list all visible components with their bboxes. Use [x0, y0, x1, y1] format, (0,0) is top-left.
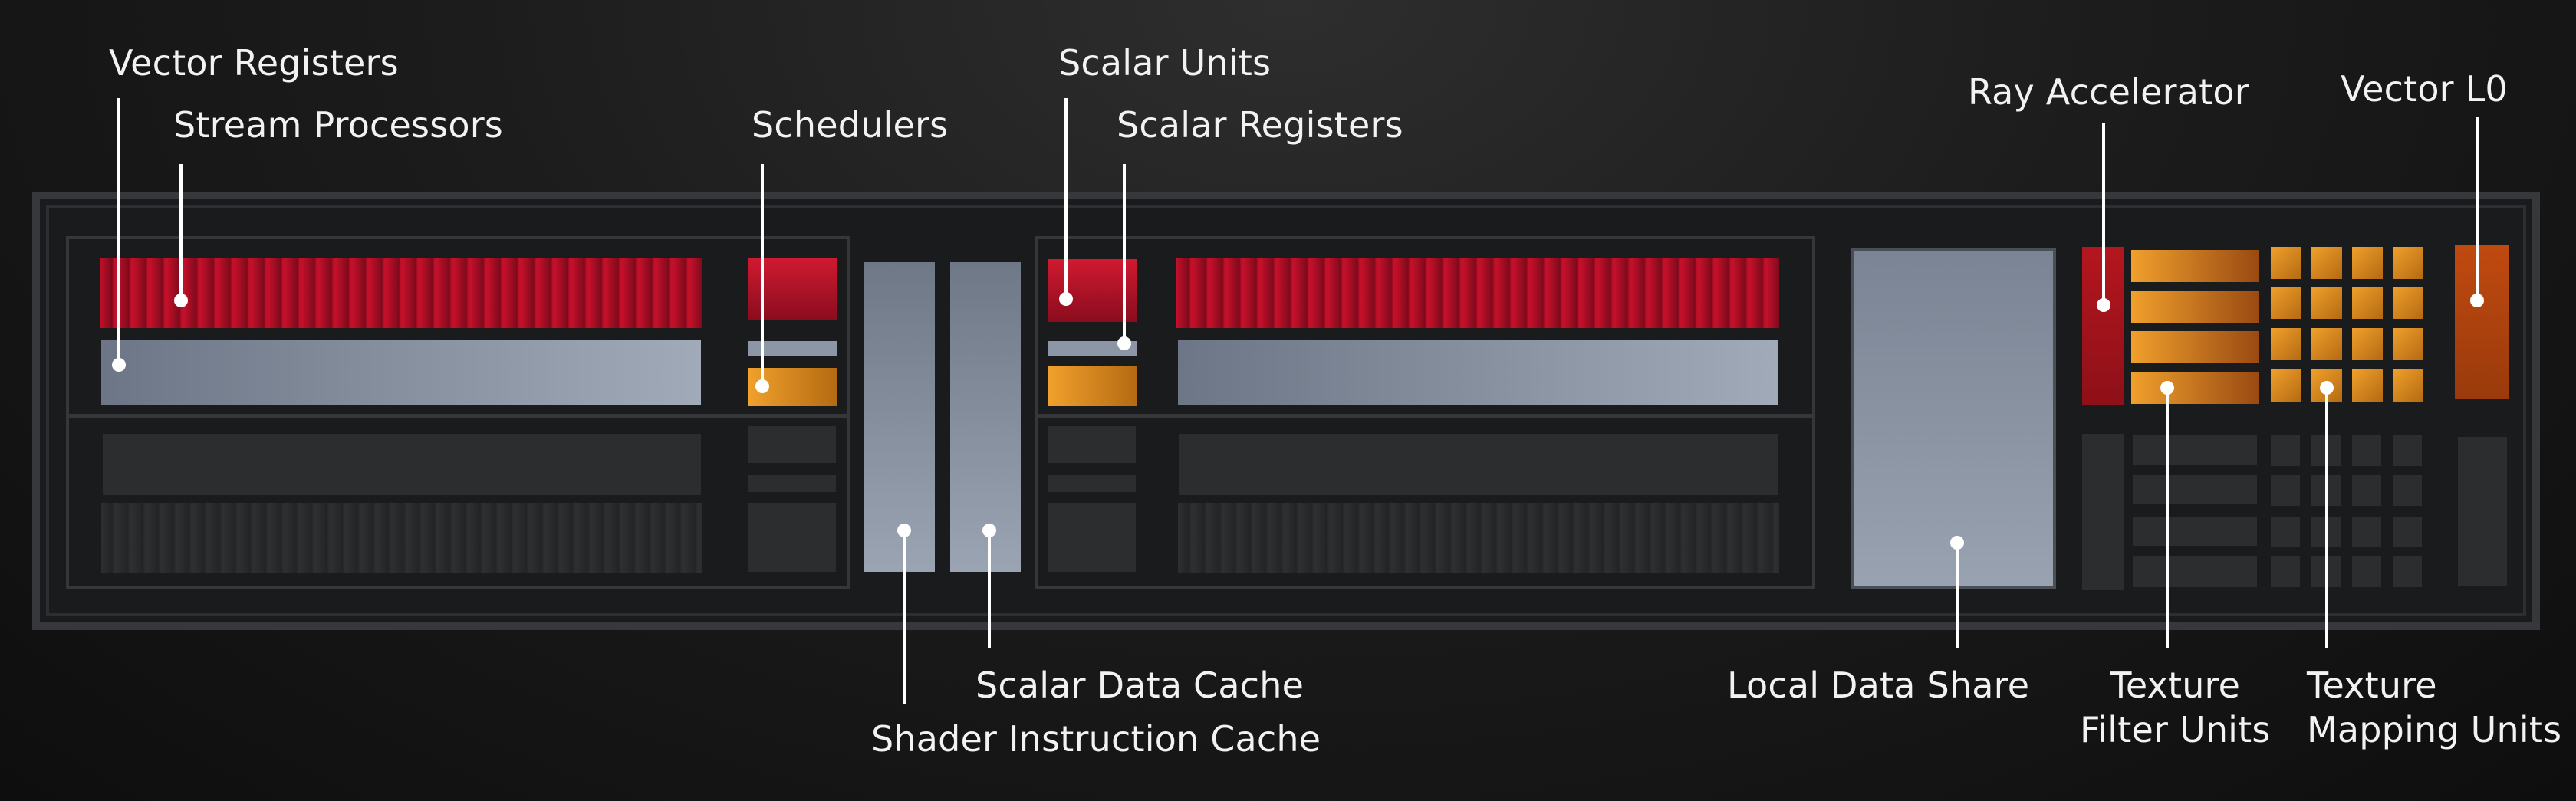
- vector-l0-bottom: [2458, 437, 2507, 586]
- local-data-share-dot: [1950, 536, 1964, 550]
- texture-mapping-unit-12: [2393, 328, 2423, 360]
- left-sched-bottom-3: [748, 503, 836, 572]
- texture-mapping-units-dot: [2320, 381, 2334, 395]
- scalar-registers-block: [1048, 341, 1137, 356]
- schedulers-dot: [755, 379, 769, 393]
- texture-filter-unit-4: [2131, 372, 2259, 404]
- label-scalar-units: Scalar Units: [1058, 42, 1272, 84]
- texture-mapping-unit-11: [2352, 328, 2383, 360]
- compute-unit-inner-frame: [46, 205, 2526, 616]
- right-scalar-bottom-3: [1048, 503, 1136, 572]
- tmu-bottom-16: [2393, 556, 2422, 587]
- texture-mapping-unit-4: [2393, 247, 2423, 279]
- texture-mapping-unit-10: [2311, 328, 2342, 360]
- right-scalar-bottom-1: [1048, 426, 1136, 463]
- label-texture-filter-units-line1: Texture: [2110, 665, 2241, 706]
- tmu-bottom-15: [2352, 556, 2381, 587]
- label-vector-registers: Vector Registers: [109, 42, 399, 84]
- label-scalar-registers: Scalar Registers: [1117, 104, 1403, 146]
- scheduler-left-gray: [748, 341, 837, 356]
- scalar-data-cache-dot: [982, 524, 996, 537]
- scalar-registers-dot: [1117, 336, 1131, 350]
- tfu-bottom-4: [2133, 556, 2257, 587]
- vector-registers-dot: [112, 358, 126, 372]
- scalar-units-dot: [1059, 292, 1073, 306]
- texture-filter-unit-1: [2131, 250, 2259, 282]
- right-bottom-dark-lower: [1178, 503, 1779, 573]
- tfu-bottom-3: [2133, 517, 2257, 546]
- texture-mapping-unit-13: [2271, 369, 2301, 402]
- right-bottom-dark-upper: [1179, 434, 1778, 495]
- label-vector-l0: Vector L0: [2341, 68, 2508, 110]
- stream-processors-dot: [174, 294, 188, 307]
- texture-filter-unit-2: [2131, 291, 2259, 323]
- tmu-bottom-13: [2271, 556, 2300, 587]
- vector-registers-right: [1178, 340, 1778, 405]
- label-schedulers: Schedulers: [752, 104, 949, 146]
- label-texture-filter-units-line2: Filter Units: [2080, 708, 2271, 750]
- label-texture-mapping-units-line2: Mapping Units: [2307, 708, 2562, 750]
- texture-mapping-unit-2: [2311, 247, 2342, 279]
- label-texture-mapping-units: Texture Mapping Units: [2307, 664, 2561, 752]
- label-local-data-share: Local Data Share: [1727, 665, 2030, 706]
- left-sched-bottom-2: [748, 475, 836, 492]
- local-data-share-block: [1851, 248, 2056, 589]
- left-bottom-dark-upper: [103, 434, 701, 495]
- tmu-bottom-8: [2393, 475, 2422, 506]
- vector-l0-dot: [2470, 294, 2484, 307]
- simd-left-bottom-frame: [66, 415, 850, 589]
- tmu-bottom-4: [2393, 435, 2422, 466]
- tmu-bottom-1: [2271, 435, 2300, 466]
- scalar-orange-block: [1048, 366, 1137, 406]
- simd-right-bottom-frame: [1035, 415, 1815, 589]
- texture-mapping-unit-9: [2271, 328, 2301, 360]
- texture-mapping-unit-5: [2271, 287, 2301, 319]
- label-shader-instruction-cache: Shader Instruction Cache: [871, 718, 1321, 760]
- texture-mapping-unit-1: [2271, 247, 2301, 279]
- left-bottom-dark-lower: [101, 503, 702, 573]
- ray-accelerator-dot: [2097, 298, 2110, 312]
- right-scalar-bottom-2: [1048, 475, 1136, 492]
- left-sched-bottom-1: [748, 426, 836, 463]
- texture-mapping-unit-15: [2352, 369, 2383, 402]
- tfu-bottom-1: [2133, 435, 2257, 465]
- tmu-bottom-9: [2271, 517, 2300, 547]
- scalar-units-block: [1048, 259, 1137, 322]
- texture-filter-unit-3: [2131, 331, 2259, 363]
- vector-registers-left: [101, 340, 701, 405]
- label-texture-filter-units: Texture Filter Units: [2080, 664, 2271, 752]
- texture-mapping-unit-6: [2311, 287, 2342, 319]
- tfu-bottom-2: [2133, 475, 2257, 504]
- label-stream-processors: Stream Processors: [173, 104, 503, 146]
- ray-accel-bottom: [2082, 434, 2124, 590]
- texture-filter-units-dot: [2160, 381, 2174, 395]
- shader-instruction-cache-block: [864, 262, 935, 572]
- label-ray-accelerator: Ray Accelerator: [1968, 71, 2249, 113]
- texture-mapping-unit-7: [2352, 287, 2383, 319]
- scalar-data-cache-block: [950, 262, 1021, 572]
- texture-mapping-unit-3: [2352, 247, 2383, 279]
- stream-processors-right: [1176, 258, 1779, 328]
- vector-l0-block: [2455, 245, 2509, 399]
- tmu-bottom-3: [2352, 435, 2381, 466]
- texture-mapping-unit-8: [2393, 287, 2423, 319]
- shader-instruction-cache-dot: [897, 524, 911, 537]
- texture-mapping-unit-16: [2393, 369, 2423, 402]
- tmu-bottom-5: [2271, 475, 2300, 506]
- stream-processors-left: [100, 258, 702, 328]
- tmu-bottom-12: [2393, 517, 2422, 547]
- tmu-bottom-7: [2352, 475, 2381, 506]
- label-scalar-data-cache: Scalar Data Cache: [975, 665, 1304, 706]
- label-texture-mapping-units-line1: Texture: [2307, 665, 2437, 706]
- tmu-bottom-11: [2352, 517, 2381, 547]
